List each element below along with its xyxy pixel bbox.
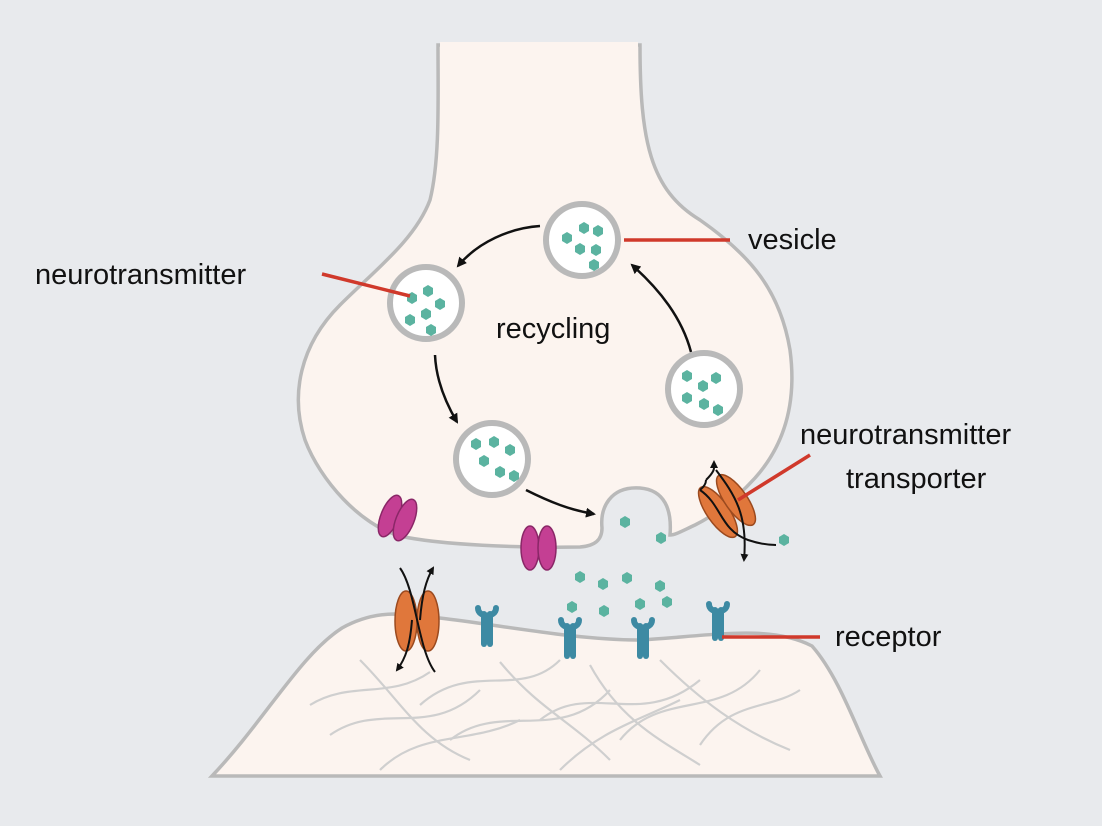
neurotransmitter-label: neurotransmitter: [35, 259, 247, 291]
ion-channel: [520, 525, 557, 571]
neurotransmitter-leader: [321, 272, 411, 298]
ion-channel: [377, 494, 418, 542]
receptor-icon: [475, 605, 499, 647]
vesicle: [387, 264, 465, 342]
receptor-icon: [631, 617, 655, 659]
recycling-label: recycling: [496, 313, 611, 345]
released-neurotransmitters: [567, 516, 789, 617]
postsynaptic-neuron: [207, 612, 883, 778]
vesicle: [665, 350, 743, 428]
receptor-label: receptor: [835, 621, 942, 653]
vesicle: [543, 201, 621, 279]
vesicle-label: vesicle: [748, 224, 837, 256]
recycling-arrows: [433, 224, 693, 518]
presynaptic-terminal: [296, 43, 794, 549]
transporter-leader: [737, 453, 811, 502]
postsynaptic-transporter: [394, 566, 440, 673]
leader-lines: [321, 238, 820, 639]
receptor-icon: [706, 601, 730, 641]
transporter-label-line1: neurotransmitter: [800, 419, 1012, 451]
transporter-label-line2: transporter: [846, 463, 987, 495]
vesicle: [453, 420, 531, 498]
receptor-icon: [558, 617, 582, 659]
cytoskeleton-filaments: [309, 659, 801, 771]
